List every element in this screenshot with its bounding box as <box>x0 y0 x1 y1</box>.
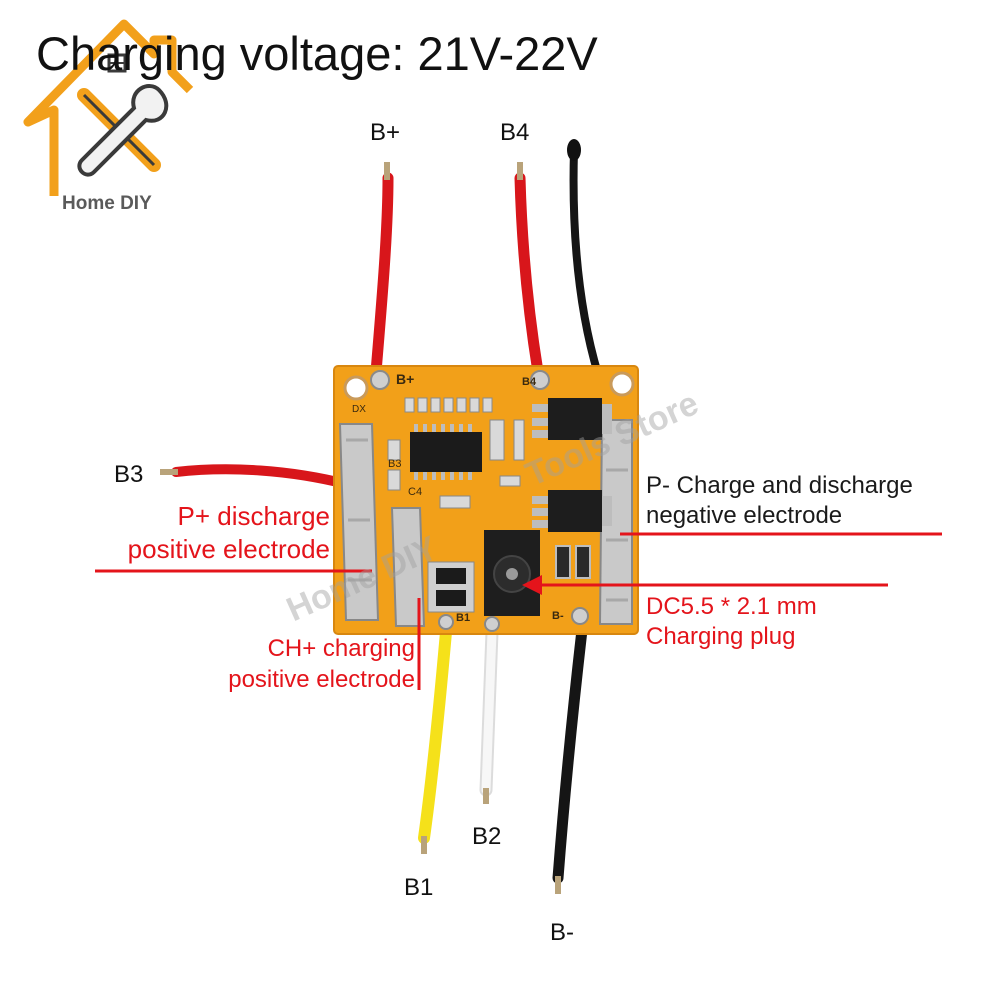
wire-b-minus <box>552 624 588 884</box>
label-b2: B2 <box>472 823 502 850</box>
pcb-board <box>333 365 639 635</box>
wire-b2-inner <box>481 627 497 795</box>
wire-thermistor-black <box>569 146 602 378</box>
wire-b3 <box>171 464 351 489</box>
dc-label-line1: DC5.5 * 2.1 mm <box>646 593 817 620</box>
silkscreen-b4: B4 <box>522 376 537 388</box>
wires <box>160 139 602 894</box>
wire-b4-tip <box>517 162 523 180</box>
charge-mosfet <box>427 561 475 613</box>
dc-arrow-head <box>522 575 542 595</box>
logo: Home DIY <box>14 10 194 225</box>
label-b3: B3 <box>114 461 144 488</box>
label-b4: B4 <box>500 119 530 146</box>
mount-hole-left <box>343 375 369 401</box>
silkscreen-c4: C4 <box>408 486 423 498</box>
silkscreen-b-minus: B- <box>552 610 564 622</box>
wire-b3-tip <box>160 469 178 475</box>
p-minus-contact <box>598 419 633 625</box>
p-plus-label-line1: P+ discharge <box>177 501 330 531</box>
mosfet-top <box>532 398 612 440</box>
mount-hole-right <box>609 371 635 397</box>
wire-b-plus <box>370 172 394 378</box>
dc-label-line2: Charging plug <box>646 623 796 650</box>
label-b-minus: B- <box>550 919 574 946</box>
silkscreen-b-plus: B+ <box>396 371 415 387</box>
pad-b1 <box>438 614 454 630</box>
pad-b4 <box>530 370 550 390</box>
wire-b-minus-tip <box>555 876 561 894</box>
pad-b-minus <box>571 607 589 625</box>
ch-plus-label-line1: CH+ charging <box>267 635 415 662</box>
logo-text: Home DIY <box>62 193 152 214</box>
p-minus-label-line2: negative electrode <box>646 502 843 529</box>
page-title: Charging voltage: 21V-22V <box>36 27 598 80</box>
wire-b4 <box>514 172 544 378</box>
label-b-plus: B+ <box>370 119 401 146</box>
annotation-lines <box>95 532 942 690</box>
pad-b-plus <box>370 370 390 390</box>
wire-b1-tip <box>421 836 427 854</box>
passive-components <box>387 419 591 579</box>
wire-b-plus-tip <box>384 162 390 180</box>
mosfet-bottom <box>532 490 612 532</box>
silkscreen-b1: B1 <box>456 612 471 624</box>
label-b1: B1 <box>404 874 434 901</box>
ch-plus-contact <box>390 507 426 627</box>
silkscreen-dx: DX <box>352 404 366 415</box>
thermistor-bead <box>567 139 581 161</box>
top-pads <box>404 397 493 413</box>
pad-b2 <box>484 616 500 632</box>
p-minus-label-line1: P- Charge and discharge <box>646 472 913 499</box>
bms-ic-chip <box>410 424 482 480</box>
dc-jack <box>484 530 540 616</box>
p-plus-label-line2: positive electrode <box>127 534 330 564</box>
house-tools-icon <box>23 19 194 196</box>
ch-plus-label-line2: positive electrode <box>228 666 415 693</box>
wire-b1 <box>418 626 452 844</box>
wire-b2-tip <box>483 788 489 804</box>
silkscreen-b3: B3 <box>388 458 402 470</box>
